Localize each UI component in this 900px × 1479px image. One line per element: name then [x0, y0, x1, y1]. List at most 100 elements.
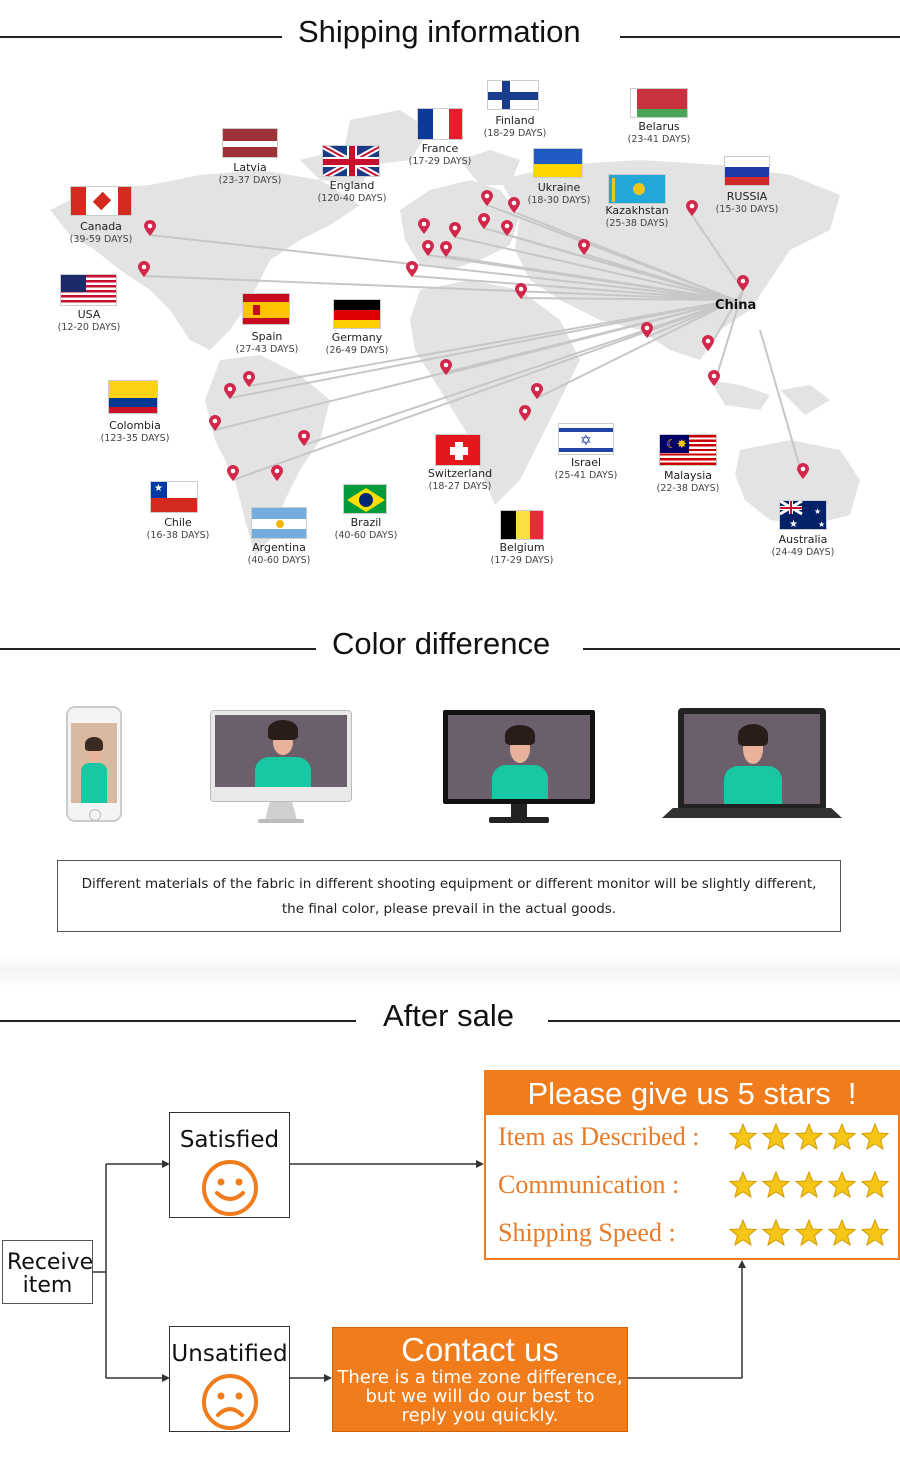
star-icon	[794, 1218, 824, 1248]
map-pin-icon	[641, 322, 653, 338]
five-stars-panel: Please give us 5 stars ! Item as Describ…	[484, 1070, 900, 1260]
color-note-line-1: Different materials of the fabric in dif…	[81, 876, 817, 892]
country-kazakhstan: Kazakhstan(25-38 DAYS)	[605, 204, 669, 229]
map-pin-icon	[298, 430, 310, 446]
country-latvia: Latvia(23-37 DAYS)	[218, 161, 282, 186]
rating-label-communication: Communication :	[498, 1170, 680, 1199]
flag-finland-icon	[487, 80, 539, 110]
map-pin-icon	[406, 261, 418, 277]
map-pin-icon	[418, 218, 430, 234]
country-finland: Finland(18-29 DAYS)	[483, 114, 547, 139]
map-pin-icon	[686, 200, 698, 216]
color-note-line-2: the final color, please prevail in the a…	[281, 901, 617, 917]
color-difference-title: Color difference	[332, 626, 551, 661]
flag-switzerland-icon	[435, 434, 481, 466]
country-israel: Israel(25-41 DAYS)	[554, 456, 618, 481]
country-england: England(120-40 DAYS)	[317, 179, 387, 204]
country-spain: Spain(27-43 DAYS)	[235, 330, 299, 355]
star-icon	[860, 1218, 890, 1248]
shipping-rule-left	[0, 36, 282, 38]
flag-kazakhstan-icon	[608, 174, 666, 204]
svg-text:★: ★	[789, 519, 798, 530]
after-sale-title: After sale	[383, 998, 514, 1033]
hub-label-china: China	[715, 298, 757, 313]
section-divider-band	[0, 956, 900, 986]
flag-chile-icon: ★	[150, 481, 198, 513]
aftersale-rule-left	[0, 1020, 356, 1022]
star-icon	[728, 1218, 758, 1248]
color-note-box: Different materials of the fabric in dif…	[57, 860, 841, 932]
flag-france-icon	[417, 108, 463, 140]
contact-line-2: but we will do our best to	[365, 1386, 595, 1407]
imac-icon	[210, 710, 352, 826]
country-argentina: Argentina(40-60 DAYS)	[247, 541, 311, 566]
receive-item-label: Receive item	[7, 1250, 94, 1298]
map-pin-icon	[224, 383, 236, 399]
star-icon	[761, 1218, 791, 1248]
map-pin-icon	[227, 465, 239, 481]
map-pin-icon	[797, 463, 809, 479]
country-colombia: Colombia(123-35 DAYS)	[100, 419, 170, 444]
map-pin-icon	[422, 240, 434, 256]
map-pin-icon	[702, 335, 714, 351]
flag-australia-icon: ★ ★ ★	[779, 500, 827, 530]
flag-canada-icon	[70, 186, 132, 216]
unsatisfied-box: Unsatified	[169, 1326, 290, 1432]
flag-malaysia-icon: ☾✸	[659, 434, 717, 466]
monitor-icon	[443, 710, 595, 826]
laptop-icon	[662, 708, 842, 822]
aftersale-rule-right	[548, 1020, 900, 1022]
country-ukraine: Ukraine(18-30 DAYS)	[527, 181, 591, 206]
satisfied-box: Satisfied	[169, 1112, 290, 1218]
shipping-title: Shipping information	[298, 14, 581, 49]
star-icon	[860, 1170, 890, 1200]
flag-brazil-icon	[343, 484, 387, 514]
flag-argentina-icon	[251, 507, 307, 539]
flow-connectors	[92, 1160, 746, 1382]
contact-us-box[interactable]: Contact us There is a time zone differen…	[332, 1327, 628, 1432]
map-pin-icon	[508, 197, 520, 213]
smile-icon	[201, 1160, 258, 1216]
map-pin-icon	[209, 415, 221, 431]
phone-icon	[66, 706, 122, 822]
country-chile: Chile(16-38 DAYS)	[146, 516, 210, 541]
country-france: France(17-29 DAYS)	[408, 142, 472, 167]
flag-ukraine-icon	[533, 148, 583, 178]
map-pin-icon	[478, 213, 490, 229]
country-russia: RUSSIA(15-30 DAYS)	[715, 190, 779, 215]
country-usa: USA(12-20 DAYS)	[57, 308, 121, 333]
color-rule-right	[583, 648, 900, 650]
satisfied-label: Satisfied	[179, 1127, 280, 1153]
star-icon	[761, 1122, 791, 1152]
flag-latvia-icon	[222, 128, 278, 158]
map-pin-icon	[519, 405, 531, 421]
flag-england-icon	[322, 145, 380, 177]
country-malaysia: Malaysia(22-38 DAYS)	[656, 469, 720, 494]
star-icon	[827, 1170, 857, 1200]
map-pin-icon	[243, 371, 255, 387]
country-switzerland: Switzerland(18-27 DAYS)	[427, 467, 493, 492]
receive-item-box: Receive item	[2, 1240, 93, 1304]
svg-text:★: ★	[814, 507, 821, 516]
country-canada: Canada(39-59 DAYS)	[69, 220, 133, 245]
star-icon	[728, 1170, 758, 1200]
map-pin-icon	[440, 359, 452, 375]
flag-belgium-icon	[500, 510, 544, 540]
map-pin-icon	[515, 283, 527, 299]
flag-usa-icon	[60, 274, 117, 306]
map-pin-icon	[440, 241, 452, 257]
star-icon	[827, 1218, 857, 1248]
map-pin-icon	[501, 220, 513, 236]
country-belgium: Belgium(17-29 DAYS)	[490, 541, 554, 566]
country-australia: Australia(24-49 DAYS)	[771, 533, 835, 558]
flag-israel-icon: ✡	[558, 423, 614, 455]
map-pin-icon	[271, 465, 283, 481]
map-pin-icon	[449, 222, 461, 238]
country-brazil: Brazil(40-60 DAYS)	[334, 516, 398, 541]
map-pin-icon	[531, 383, 543, 399]
contact-us-title: Contact us	[401, 1331, 559, 1368]
flag-germany-icon	[333, 299, 381, 329]
country-germany: Germany(26-49 DAYS)	[325, 331, 389, 356]
flag-spain-icon	[242, 293, 290, 325]
five-stars-heading: Please give us 5 stars !	[486, 1072, 898, 1115]
